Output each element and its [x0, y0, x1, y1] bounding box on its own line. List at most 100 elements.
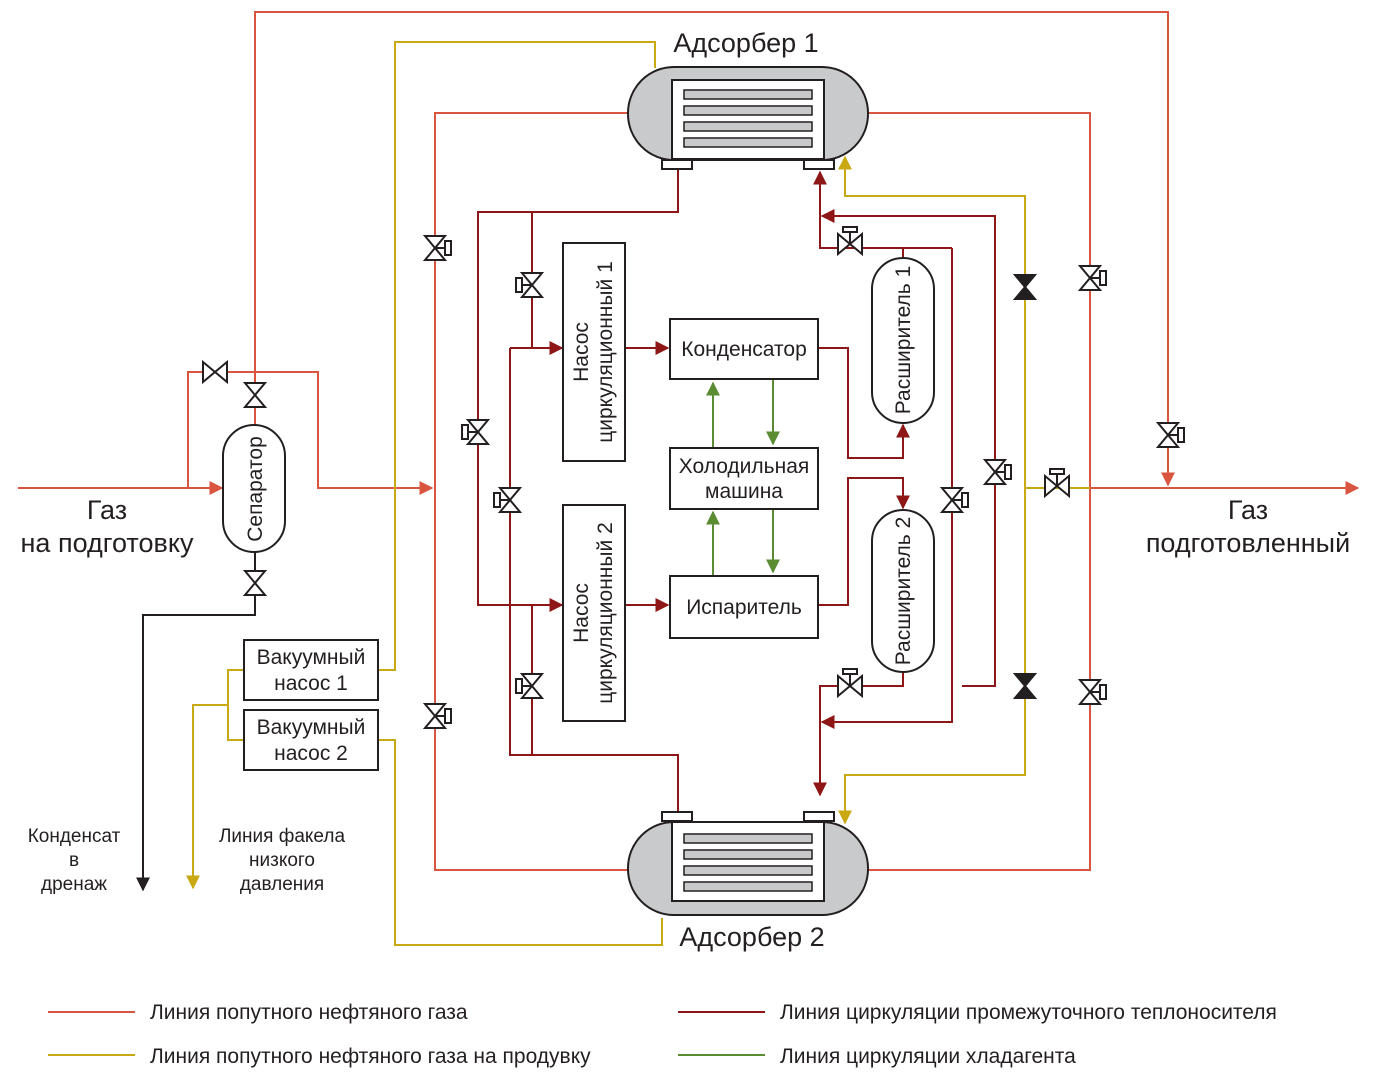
purge-supply-line	[838, 155, 1026, 488]
flare-line	[186, 704, 228, 890]
valve-icon	[202, 359, 228, 385]
circulation-pump-2: Насос циркуляционный 2	[562, 504, 626, 722]
pump2-label-line1: Насос	[570, 583, 593, 643]
pump2-box	[562, 504, 626, 722]
vacpump1-box	[243, 639, 379, 701]
valve-icon	[422, 235, 452, 261]
vacpump2-box	[243, 709, 379, 771]
adsorber2-nozzle-right	[803, 811, 835, 822]
separator-top-line	[254, 11, 1175, 487]
separator: Сепаратор	[222, 424, 286, 553]
evaporator-label: Испаритель	[686, 596, 802, 619]
valve-icon	[493, 487, 523, 513]
expander-1: Расширитель 1	[871, 257, 935, 424]
adsorber1-nozzle-left	[661, 159, 693, 170]
pump2-label-line2: циркуляционный 2	[594, 522, 617, 704]
valve-icon	[1077, 679, 1107, 705]
separator-vessel	[222, 424, 286, 553]
vacpump1-label-line1: Вакуумный	[257, 646, 366, 669]
valve-icon	[1012, 274, 1038, 300]
pump1-label-line1: Насос	[570, 322, 593, 382]
adsorber1-nozzle-right	[803, 159, 835, 170]
condenser-to-expander1	[818, 347, 910, 459]
vacuum-pump-1: Вакуумный насос 1	[243, 639, 379, 701]
pump1-label-line2: циркуляционный 1	[594, 261, 617, 443]
valve-icon	[1012, 673, 1038, 699]
condensate-label-line2: в	[69, 850, 79, 871]
chiller: Холодильная машина	[669, 447, 819, 510]
cross-heat-2	[820, 209, 996, 687]
vacuum-pump-collector	[227, 669, 244, 741]
legend: Линия попутного нефтяного газа Линия цир…	[48, 1001, 1277, 1068]
evaporator-box	[669, 575, 819, 639]
legend-label-refrigerant: Линия циркуляции хладагента	[780, 1045, 1076, 1068]
purge-line-adsorber1	[378, 41, 656, 671]
pump1-box	[562, 242, 626, 462]
valve-icon	[515, 673, 545, 699]
purge-line-adsorber2	[378, 739, 663, 946]
expander1-vessel	[871, 257, 935, 424]
legend-label-heat-carrier: Линия циркуляции промежуточного теплонос…	[780, 1001, 1277, 1024]
vacpump1-label-line2: насос 1	[274, 672, 348, 695]
chiller-label-line2: машина	[705, 480, 783, 503]
flare-label-line2: низкого	[249, 850, 315, 871]
cross-link-1	[509, 348, 679, 812]
cross-heat-1	[820, 248, 953, 729]
evaporator-to-expander2	[818, 477, 910, 606]
circulation-pump-1: Насос циркуляционный 1	[562, 242, 626, 462]
legend-label-gas: Линия попутного нефтяного газа	[150, 1001, 468, 1024]
expander1-label: Расширитель 1	[892, 266, 915, 415]
refrigerant-lines	[706, 380, 780, 575]
valve-icon	[422, 703, 452, 729]
valve-icon	[515, 272, 545, 298]
adsorber-inlet-manifold	[434, 112, 628, 871]
gas-outlet-label-line1: Газ	[1228, 495, 1268, 525]
condensate-label-line1: Конденсат	[28, 826, 121, 847]
adsorber2-plates	[683, 833, 813, 892]
chiller-box	[669, 447, 819, 510]
valve-icon	[939, 487, 969, 513]
flare-label-line3: давления	[240, 874, 324, 895]
condenser: Конденсатор	[669, 318, 819, 380]
expander2-label: Расширитель 2	[892, 517, 915, 666]
flare-label-line1: Линия факела	[219, 826, 346, 847]
vacpump2-label-line2: насос 2	[274, 742, 348, 765]
condenser-label: Конденсатор	[681, 338, 807, 361]
valve-icon	[837, 668, 863, 699]
valve-icon	[242, 382, 268, 408]
gas-lines	[18, 11, 1360, 871]
purge-lines	[186, 41, 1090, 946]
adsorber2-nozzle-left	[661, 811, 693, 822]
expander2-vessel	[871, 509, 935, 673]
valve-icon	[1155, 422, 1185, 448]
valve-icon	[1044, 468, 1070, 499]
adsorber1-outlet-heat	[477, 170, 679, 606]
valve-icon	[461, 419, 491, 445]
chiller-label-line1: Холодильная	[679, 455, 810, 478]
adsorber1-label: Адсорбер 1	[673, 28, 818, 58]
legend-label-purge: Линия попутного нефтяного газа на продув…	[150, 1045, 591, 1068]
valve-icon	[837, 226, 863, 257]
valves	[202, 226, 1185, 729]
valve-icon	[982, 459, 1012, 485]
evaporator: Испаритель	[669, 575, 819, 639]
valve-icon	[1077, 265, 1107, 291]
condensate-label-line3: дренаж	[41, 874, 107, 895]
adsorber-1: Адсорбер 1	[627, 28, 869, 170]
adsorber-2: Адсорбер 2	[627, 811, 869, 952]
gas-inlet-label-line1: Газ	[87, 495, 127, 525]
separator-bypass-line	[187, 371, 434, 495]
gas-inlet-label-line2: на подготовку	[21, 528, 194, 558]
valve-icon	[242, 570, 268, 596]
vacpump2-label-line1: Вакуумный	[257, 716, 366, 739]
adsorber1-plates	[683, 89, 813, 148]
vacuum-pump-2: Вакуумный насос 2	[243, 709, 379, 771]
condenser-box	[669, 318, 819, 380]
expander-2: Расширитель 2	[871, 509, 935, 673]
purge-supply-line-2	[838, 488, 1026, 825]
adsorber2-label: Адсорбер 2	[679, 922, 824, 952]
gas-outlet-label-line2: подготовленный	[1146, 528, 1350, 558]
adsorber-outlet-manifold	[868, 112, 1091, 871]
separator-label: Сепаратор	[244, 436, 267, 542]
